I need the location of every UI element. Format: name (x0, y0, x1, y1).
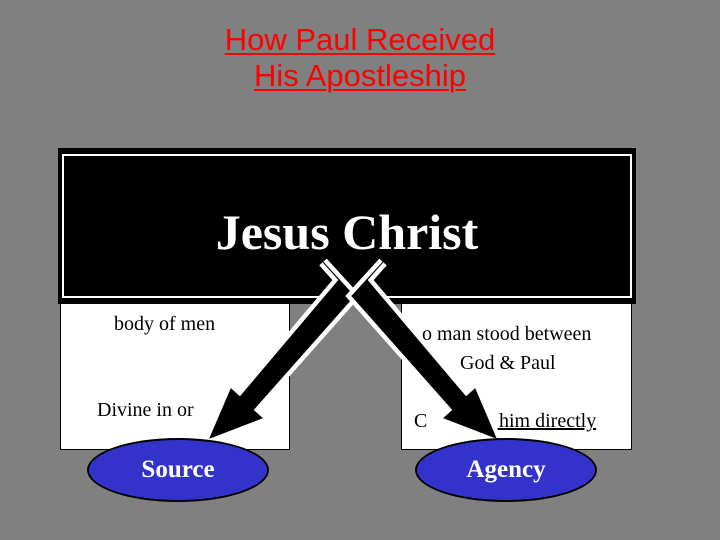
agency-label: Agency (466, 456, 546, 483)
source-oval: Source (87, 438, 269, 502)
right-box-line3-suffix: o him directly (484, 410, 597, 432)
right-box-line3-prefix: C (414, 410, 428, 432)
slide-title-line1: How Paul Received (224, 22, 496, 57)
left-box-line2: Divine in or (97, 399, 194, 421)
right-box-line2: God & Paul (460, 352, 556, 374)
banner-text: Jesus Christ (215, 204, 479, 260)
right-arrow (345, 258, 506, 447)
source-label: Source (141, 456, 215, 483)
agency-oval: Agency (415, 438, 597, 502)
banner-frame (62, 154, 632, 298)
slide-title-line2: His Apostleship (254, 58, 466, 93)
jesus-christ-banner: Jesus Christ (58, 148, 636, 304)
left-arrow (200, 258, 361, 447)
slide-title: How Paul Received His Apostleship (0, 22, 720, 94)
right-box-line1: o man stood between (422, 323, 592, 345)
left-box-line1: body of men (114, 313, 216, 335)
